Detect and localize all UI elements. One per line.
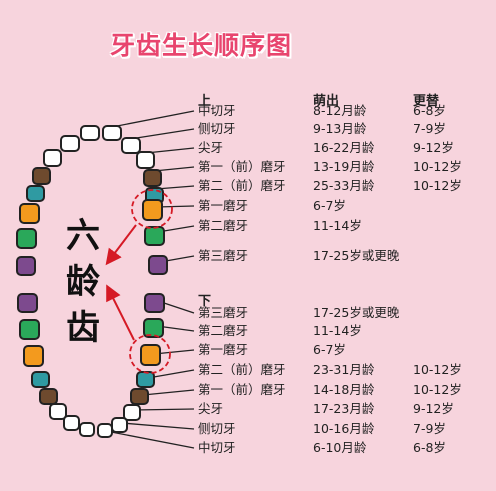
lower-left-canine-tooth bbox=[49, 403, 67, 420]
label-char-1: 六 bbox=[66, 216, 100, 256]
upper-right-third-molar-tooth bbox=[148, 255, 168, 275]
lower-leader-8 bbox=[105, 430, 195, 449]
lower-left-first-premolar-tooth bbox=[39, 388, 58, 405]
lower-row-6-replace: 9-12岁 bbox=[413, 401, 454, 416]
lower-first-molar-circle bbox=[129, 334, 171, 374]
lower-row-5-erupt: 14-18月龄 bbox=[313, 382, 375, 397]
header-upper: 上 bbox=[198, 94, 212, 109]
lower-left-first-molar-tooth bbox=[23, 345, 44, 367]
header-replacement: 更替 bbox=[413, 94, 440, 109]
upper-left-first-molar-tooth bbox=[19, 203, 40, 224]
label-char-3: 齿 bbox=[66, 308, 100, 348]
upper-right-second-molar-tooth bbox=[144, 226, 165, 246]
lower-row-5-replace: 10-12岁 bbox=[413, 382, 462, 397]
upper-row-6-name: 第一磨牙 bbox=[198, 198, 249, 213]
upper-row-4-erupt: 13-19月龄 bbox=[313, 159, 375, 174]
lower-right-first-premolar-tooth bbox=[130, 388, 149, 405]
upper-row-5-replace: 10-12岁 bbox=[413, 178, 462, 193]
upper-first-molar-circle bbox=[131, 189, 173, 229]
upper-row-3-erupt: 16-22月龄 bbox=[313, 140, 375, 155]
upper-leader-1 bbox=[111, 110, 195, 128]
upper-left-third-molar-tooth bbox=[16, 256, 36, 276]
lower-row-8-name: 中切牙 bbox=[198, 440, 236, 455]
upper-row-2-replace: 7-9岁 bbox=[413, 121, 446, 136]
molar-highlights bbox=[105, 189, 173, 374]
lower-left-second-premolar-tooth bbox=[31, 371, 50, 388]
lower-left-second-molar-tooth bbox=[19, 319, 40, 340]
lower-row-7-replace: 7-9岁 bbox=[413, 421, 446, 436]
upper-left-canine-tooth bbox=[43, 149, 62, 167]
lower-left-third-molar-tooth bbox=[17, 293, 38, 313]
label-char-2: 龄 bbox=[66, 262, 100, 302]
upper-row-7-erupt: 11-14岁 bbox=[313, 218, 362, 233]
lower-row-4-erupt: 23-31月龄 bbox=[313, 362, 375, 377]
lower-row-8-erupt: 6-10月龄 bbox=[313, 440, 367, 455]
arrow-upper bbox=[105, 224, 137, 266]
upper-left-second-molar-tooth bbox=[16, 228, 37, 249]
lower-row-6-name: 尖牙 bbox=[198, 401, 224, 416]
lower-row-1-name: 第三磨牙 bbox=[198, 305, 249, 320]
header-lower: 下 bbox=[198, 294, 212, 309]
teeth bbox=[16, 125, 168, 438]
upper-row-8-erupt: 17-25岁或更晚 bbox=[313, 248, 400, 263]
upper-row-2-name: 侧切牙 bbox=[198, 121, 236, 136]
upper-row-4-replace: 10-12岁 bbox=[413, 159, 462, 174]
lower-leader-6 bbox=[133, 408, 195, 411]
lower-row-7-name: 侧切牙 bbox=[198, 421, 236, 436]
lower-row-7-erupt: 10-16月龄 bbox=[313, 421, 375, 436]
upper-leader-2 bbox=[129, 128, 195, 140]
upper-right-first-molar-tooth bbox=[142, 199, 163, 221]
lower-left-lateral-incisor-tooth bbox=[63, 415, 80, 431]
upper-row-1-replace: 6-8岁 bbox=[413, 103, 446, 118]
lower-row-2-name: 第二磨牙 bbox=[198, 323, 249, 338]
upper-row-3-name: 尖牙 bbox=[198, 140, 224, 155]
lower-right-first-molar-tooth bbox=[140, 344, 161, 366]
upper-row-4-name: 第一（前）磨牙 bbox=[198, 159, 286, 174]
lower-leader-7 bbox=[121, 422, 195, 430]
upper-row-2-erupt: 9-13月龄 bbox=[313, 121, 367, 136]
lower-row-1-erupt: 17-25岁或更晚 bbox=[313, 305, 400, 320]
upper-row-7-name: 第二磨牙 bbox=[198, 218, 249, 233]
upper-right-first-premolar-tooth bbox=[143, 169, 162, 187]
page-title: 牙齿生长顺序图 bbox=[110, 31, 293, 60]
header-eruption: 萌出 bbox=[313, 94, 340, 109]
lower-row-3-name: 第一磨牙 bbox=[198, 342, 249, 357]
upper-left-central-incisor-tooth bbox=[80, 125, 100, 141]
upper-row-5-name: 第二（前）磨牙 bbox=[198, 178, 286, 193]
lower-row-4-name: 第二（前）磨牙 bbox=[198, 362, 286, 377]
lower-row-2-erupt: 11-14岁 bbox=[313, 323, 362, 338]
upper-row-3-replace: 9-12岁 bbox=[413, 140, 454, 155]
lower-row-5-name: 第一（前）磨牙 bbox=[198, 382, 286, 397]
lower-left-central-incisor-tooth bbox=[79, 422, 95, 437]
lower-right-third-molar-tooth bbox=[144, 293, 165, 313]
upper-row-1-erupt: 8-12月龄 bbox=[313, 103, 367, 118]
upper-left-second-premolar-tooth bbox=[26, 185, 45, 202]
lower-right-central-incisor-tooth bbox=[97, 423, 113, 438]
upper-leader-3 bbox=[145, 147, 195, 154]
upper-row-6-erupt: 6-7岁 bbox=[313, 198, 346, 213]
upper-row-5-erupt: 25-33月龄 bbox=[313, 178, 375, 193]
lower-leader-5 bbox=[142, 389, 195, 396]
lower-row-6-erupt: 17-23月龄 bbox=[313, 401, 375, 416]
upper-right-canine-tooth bbox=[136, 151, 155, 169]
lower-right-lateral-incisor-tooth bbox=[111, 417, 128, 433]
upper-left-first-premolar-tooth bbox=[32, 167, 51, 185]
lower-row-4-replace: 10-12岁 bbox=[413, 362, 462, 377]
arrow-lower bbox=[106, 284, 135, 341]
upper-leader-4 bbox=[153, 166, 195, 172]
lower-right-second-premolar-tooth bbox=[136, 371, 155, 388]
lower-leader-4 bbox=[147, 369, 195, 379]
upper-row-8-name: 第三磨牙 bbox=[198, 248, 249, 263]
upper-right-central-incisor-tooth bbox=[102, 125, 122, 141]
lower-row-3-erupt: 6-7岁 bbox=[313, 342, 346, 357]
upper-left-lateral-incisor-tooth bbox=[60, 135, 80, 152]
lower-right-canine-tooth bbox=[123, 404, 141, 421]
lower-right-second-molar-tooth bbox=[143, 318, 164, 338]
upper-row-1-name: 中切牙 bbox=[198, 103, 236, 118]
upper-right-lateral-incisor-tooth bbox=[121, 137, 141, 154]
lower-row-8-replace: 6-8岁 bbox=[413, 440, 446, 455]
